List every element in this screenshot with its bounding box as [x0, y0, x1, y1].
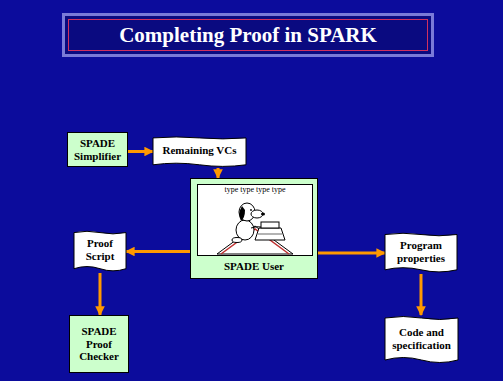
- snoopy-typing-illustration: [197, 184, 313, 256]
- flow-arrow: [420, 274, 423, 315]
- title-frame: Completing Proof in SPARK: [62, 13, 434, 57]
- flow-arrow: [126, 250, 190, 253]
- node-label: Remaining VCs: [159, 144, 239, 160]
- node-label: Program properties: [385, 239, 457, 267]
- process-box: SPADE Proof Checker: [69, 315, 129, 373]
- node-label: SPADE Proof Checker: [70, 325, 128, 363]
- document-node: Code and specification: [385, 315, 458, 365]
- document-node: Program properties: [385, 232, 457, 274]
- node-label: SPADE User: [221, 260, 287, 278]
- node-label: Proof Script: [74, 237, 126, 265]
- title-inner-frame: Completing Proof in SPARK: [68, 19, 428, 51]
- illustration-caption: type type type type: [197, 185, 313, 194]
- node-label: Code and specification: [385, 326, 458, 354]
- flow-arrow: [99, 273, 102, 315]
- flow-arrow: [128, 150, 153, 153]
- user-box: type type type typeSPADE User: [190, 178, 318, 279]
- node-label: SPADE Simplifier: [68, 137, 127, 162]
- document-node: Proof Script: [74, 230, 126, 273]
- flow-arrow: [217, 168, 220, 178]
- flow-arrow: [318, 252, 385, 255]
- document-node: Remaining VCs: [153, 136, 246, 168]
- title: Completing Proof in SPARK: [119, 23, 377, 48]
- process-box: SPADE Simplifier: [67, 132, 128, 167]
